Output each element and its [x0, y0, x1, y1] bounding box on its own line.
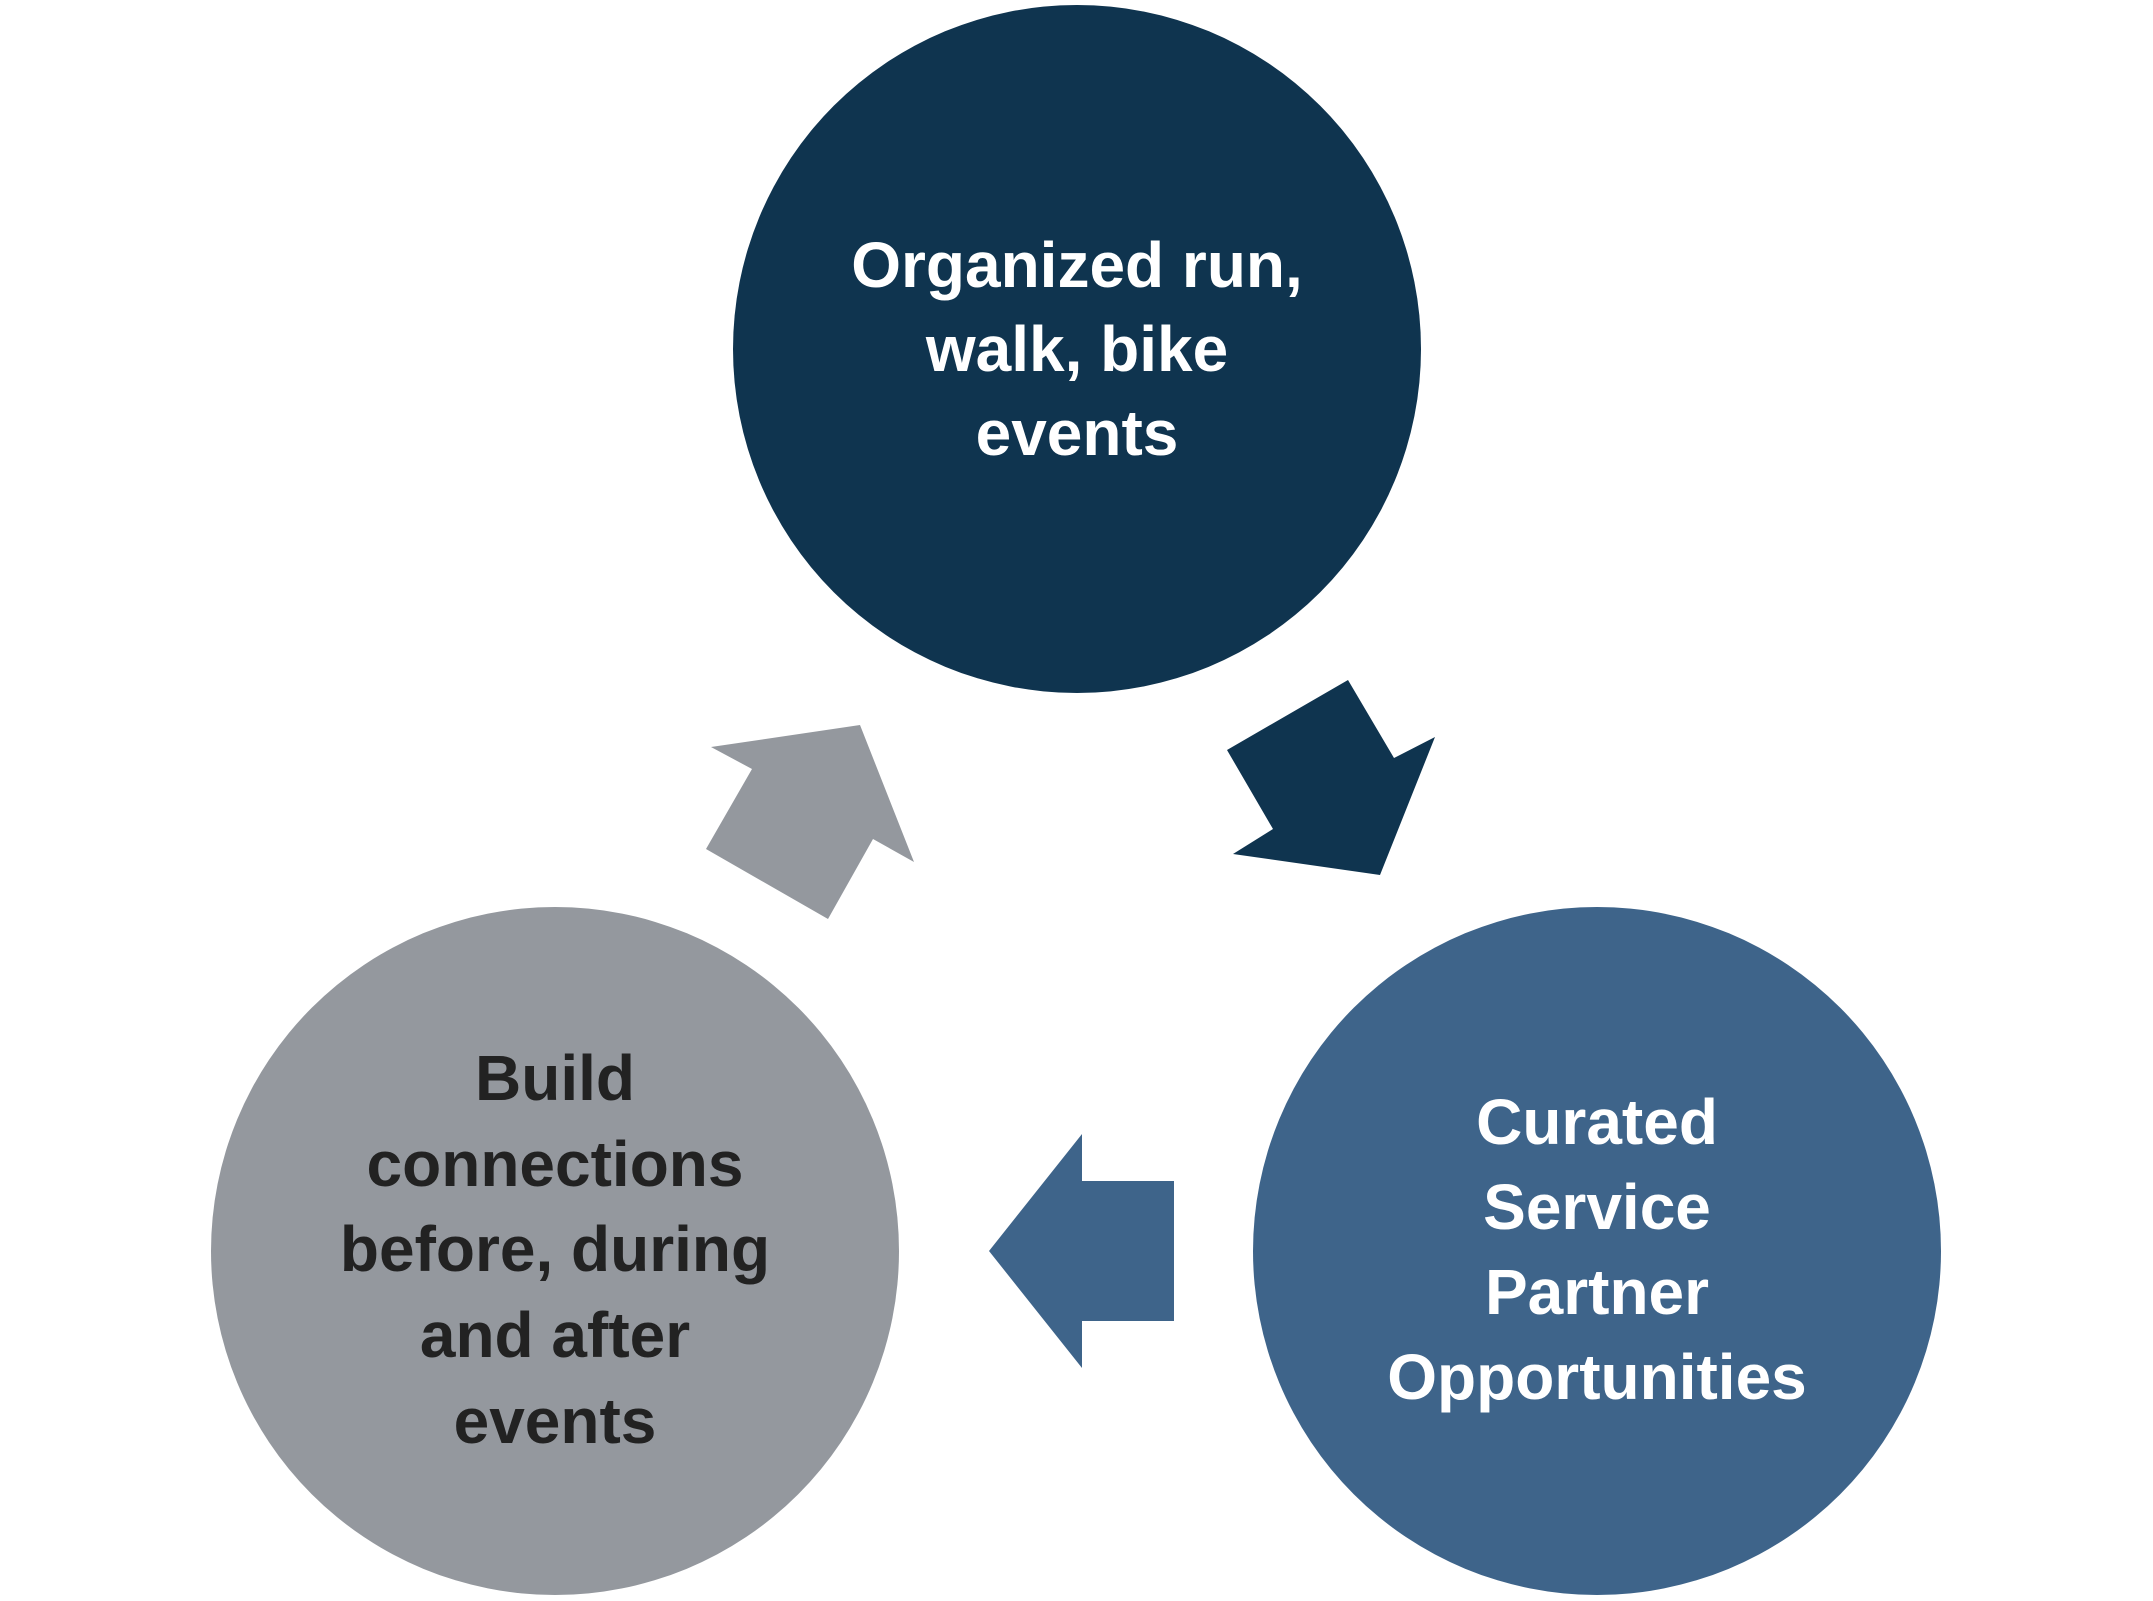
node-service-circle	[1253, 907, 1941, 1595]
node-connections-circle	[211, 907, 899, 1595]
node-events-line: events	[976, 397, 1179, 469]
node-connections: Build connections before, during and aft…	[211, 907, 899, 1595]
node-connections-line: connections	[367, 1128, 744, 1200]
node-events-line: Organized run,	[851, 229, 1303, 301]
node-service-line: Curated	[1476, 1086, 1718, 1158]
node-connections-line: events	[454, 1385, 657, 1457]
node-events: Organized run, walk, bike events	[733, 5, 1421, 693]
node-service-line: Partner	[1485, 1256, 1709, 1328]
node-service: Curated Service Partner Opportunities	[1253, 907, 1941, 1595]
arrow-connections-to-events	[706, 725, 914, 919]
node-connections-line: and after	[420, 1299, 690, 1371]
node-events-circle	[733, 5, 1421, 693]
arrow-service-to-connections	[989, 1134, 1174, 1368]
node-connections-line: Build	[475, 1042, 635, 1114]
node-service-line: Opportunities	[1387, 1341, 1807, 1413]
arrow-events-to-service	[1227, 680, 1435, 875]
node-events-line: walk, bike	[925, 313, 1228, 385]
node-service-line: Service	[1483, 1171, 1711, 1243]
node-connections-line: before, during	[340, 1213, 770, 1285]
